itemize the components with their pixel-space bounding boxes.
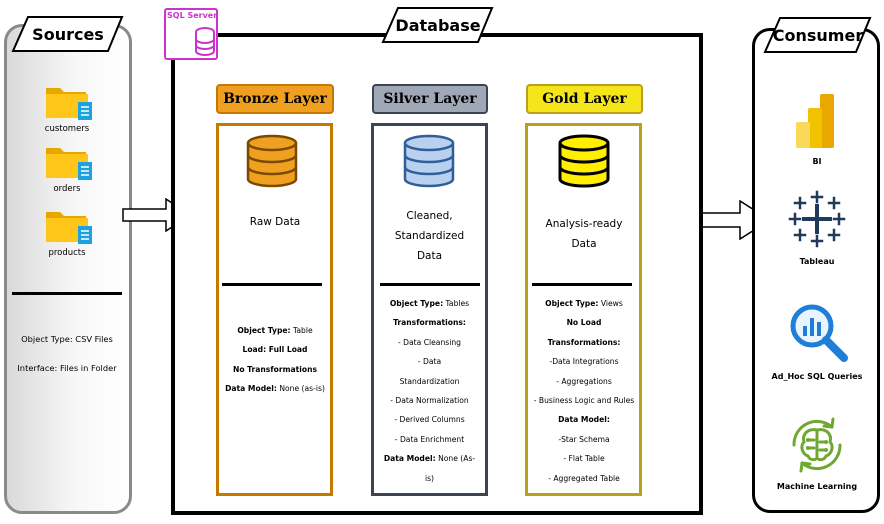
analytics-search-icon: [790, 304, 848, 362]
silver-description-line-3: Data: [416, 250, 443, 262]
silver-transformation-item: - Derived Columns: [394, 415, 465, 425]
consumer-label-adhoc-sql: Ad_Hoc SQL Queries: [771, 372, 863, 381]
silver-transformation-item: - Data Cleansing: [398, 337, 461, 347]
bronze-object-type-label: Object Type:: [237, 326, 291, 335]
brain-circuit-icon: [792, 417, 842, 473]
silver-data-model-value-cont: is): [424, 473, 435, 483]
gold-database-icon: [558, 134, 610, 188]
consumer-tag: Consumer: [762, 15, 874, 55]
silver-transformation-item: - Data Enrichment: [394, 434, 465, 444]
gold-data-model-label: Data Model:: [558, 415, 610, 425]
silver-data-model-value: None (As-: [435, 454, 476, 464]
bronze-data-model-value: None (as-is): [276, 384, 325, 394]
silver-description-line-1: Cleaned,: [406, 210, 453, 222]
silver-data-model-label: Data Model:: [383, 454, 436, 464]
folder-file-icon: [44, 142, 96, 184]
tableau-icon: [788, 190, 846, 248]
power-bi-icon: [796, 94, 834, 148]
bronze-database-icon: [246, 134, 298, 188]
gold-load: No Load: [566, 318, 602, 328]
gold-transformation-item: - Business Logic and Rules: [533, 396, 635, 406]
database-cylinder-icon: [195, 27, 215, 56]
gold-layer-title: Gold Layer: [526, 84, 643, 114]
silver-transformation-item: - Data: [417, 357, 442, 367]
silver-object-type-label: Object Type:: [389, 299, 444, 308]
folder-file-icon: [44, 206, 96, 248]
gold-object-type-value: Views: [598, 299, 623, 308]
gold-divider: [532, 283, 632, 286]
gold-layer-box: [525, 123, 642, 496]
gold-description-line-1: Analysis-ready: [545, 218, 623, 230]
sources-title: Sources: [32, 24, 104, 44]
bronze-transformations: No Transformations: [232, 364, 318, 374]
gold-data-model-item: - Flat Table: [563, 454, 605, 464]
bronze-divider: [222, 283, 322, 286]
database-title: Database: [395, 15, 481, 35]
gold-transformations-label: Transformations:: [547, 337, 621, 347]
gold-details: Object Type: Views No Load Transformatio…: [525, 294, 643, 488]
silver-description: Cleaned, Standardized Data: [371, 206, 488, 266]
bronze-data-model-label: Data Model:: [225, 384, 277, 394]
silver-transformation-item: - Data Normalization: [390, 396, 469, 406]
gold-description: Analysis-ready Data: [525, 214, 643, 254]
bronze-details: Object Type: Table Load: Full Load No Tr…: [216, 321, 334, 399]
silver-description-line-2: Standardized: [394, 230, 465, 242]
silver-object-type-value: Tables: [443, 299, 470, 308]
sources-object-type: Object Type: CSV Files: [21, 334, 113, 344]
bronze-layer-box: [216, 123, 333, 496]
bronze-object-type-value: Table: [290, 326, 313, 335]
gold-transformation-item: -Data Integrations: [549, 357, 619, 367]
silver-database-icon: [403, 134, 455, 188]
gold-object-type-label: Object Type:: [545, 299, 599, 308]
source-label-orders: orders: [53, 184, 81, 194]
consumer-label-tableau: Tableau: [799, 257, 835, 266]
silver-transformation-item: Standardization: [399, 376, 460, 386]
sources-tag: Sources: [10, 14, 126, 54]
silver-divider: [380, 283, 480, 286]
source-label-customers: customers: [44, 124, 90, 134]
silver-details: Object Type: Tables Transformations: - D…: [371, 294, 488, 488]
bronze-layer-title: Bronze Layer: [216, 84, 334, 114]
gold-data-model-item: -Star Schema: [558, 434, 610, 444]
bronze-description: Raw Data: [249, 216, 301, 228]
consumer-title: Consumer: [772, 25, 864, 45]
sql-server-label: SQL Server: [167, 11, 218, 20]
sql-server-badge: SQL Server: [164, 8, 218, 60]
sources-divider: [12, 292, 122, 295]
gold-description-line-2: Data: [571, 238, 597, 250]
sources-interface: Interface: Files in Folder: [17, 363, 117, 373]
bronze-load: Load: Full Load: [242, 345, 308, 355]
consumer-label-bi: BI: [812, 157, 822, 166]
silver-layer-title: Silver Layer: [372, 84, 488, 114]
folder-file-icon: [44, 82, 96, 124]
consumer-label-ml: Machine Learning: [776, 482, 858, 491]
database-tag: Database: [380, 5, 496, 45]
gold-data-model-item: - Aggregated Table: [548, 473, 620, 483]
gold-transformation-item: - Aggregations: [556, 376, 612, 386]
silver-layer-box: [371, 123, 488, 496]
source-label-products: products: [48, 248, 86, 258]
silver-transformations-label: Transformations:: [393, 318, 466, 328]
